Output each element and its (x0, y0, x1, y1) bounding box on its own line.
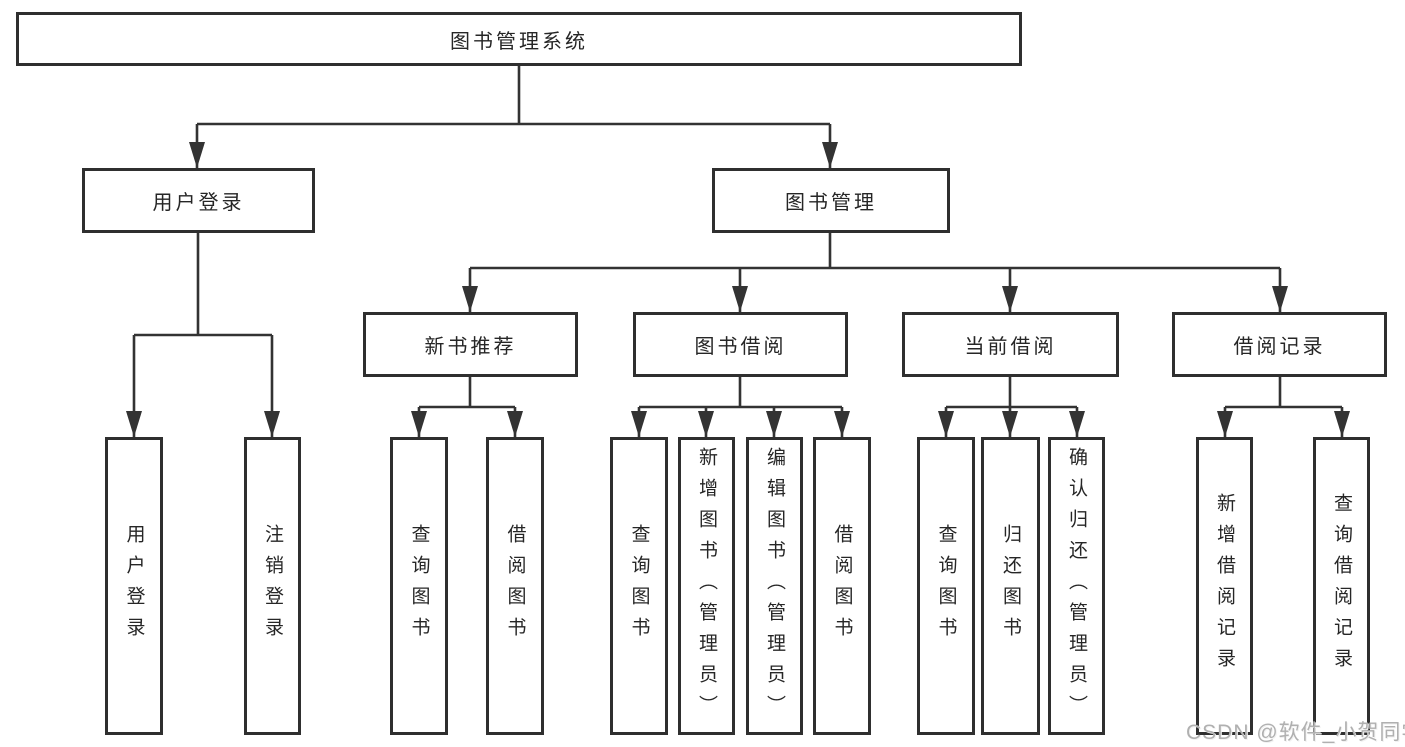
leaf-edit-book-admin: 编辑图书（管理员） (746, 437, 803, 735)
arrowhead-icon (126, 411, 142, 437)
arrowhead-icon (1002, 286, 1018, 312)
leaf-borrow-books-borrowing: 借阅图书 (813, 437, 871, 735)
leaf-add-borrow-record: 新增借阅记录 (1196, 437, 1253, 735)
arrowhead-icon (264, 411, 280, 437)
leaf-confirm-return-admin: 确认归还（管理员） (1048, 437, 1105, 735)
node-user-login: 用户登录 (82, 168, 315, 233)
leaf-query-books-borrowing: 查询图书 (610, 437, 668, 735)
arrowhead-icon (732, 286, 748, 312)
leaf-query-books-recommend: 查询图书 (390, 437, 448, 735)
arrowhead-icon (698, 411, 714, 437)
leaf-borrow-books-recommend: 借阅图书 (486, 437, 544, 735)
leaf-return-books: 归还图书 (981, 437, 1040, 735)
arrowhead-icon (507, 411, 523, 437)
connector-path (132, 66, 1344, 437)
node-current-borrowing: 当前借阅 (902, 312, 1119, 377)
arrowhead-icon (1002, 411, 1018, 437)
arrowhead-icon (1334, 411, 1350, 437)
csdn-watermark: CSDN @软件_小贺同学 (1186, 721, 1405, 744)
node-borrowing-records: 借阅记录 (1172, 312, 1387, 377)
node-root: 图书管理系统 (16, 12, 1022, 66)
leaf-user-login: 用户登录 (105, 437, 163, 735)
arrowhead-icon (631, 411, 647, 437)
arrowhead-icon (1069, 411, 1085, 437)
arrowhead-icon (189, 142, 205, 168)
arrowhead-icon (766, 411, 782, 437)
arrowhead-icon (1272, 286, 1288, 312)
arrowhead-icon (938, 411, 954, 437)
arrowhead-icon (834, 411, 850, 437)
node-book-borrowing: 图书借阅 (633, 312, 848, 377)
leaf-logout: 注销登录 (244, 437, 301, 735)
leaf-query-borrow-record: 查询借阅记录 (1313, 437, 1370, 735)
arrowhead-icon (822, 142, 838, 168)
leaf-query-books-current: 查询图书 (917, 437, 975, 735)
node-book-management: 图书管理 (712, 168, 950, 233)
arrowhead-icon (462, 286, 478, 312)
arrowhead-icon (1217, 411, 1233, 437)
leaf-add-book-admin: 新增图书（管理员） (678, 437, 735, 735)
node-new-book-recommendation: 新书推荐 (363, 312, 578, 377)
arrowhead-icon (411, 411, 427, 437)
